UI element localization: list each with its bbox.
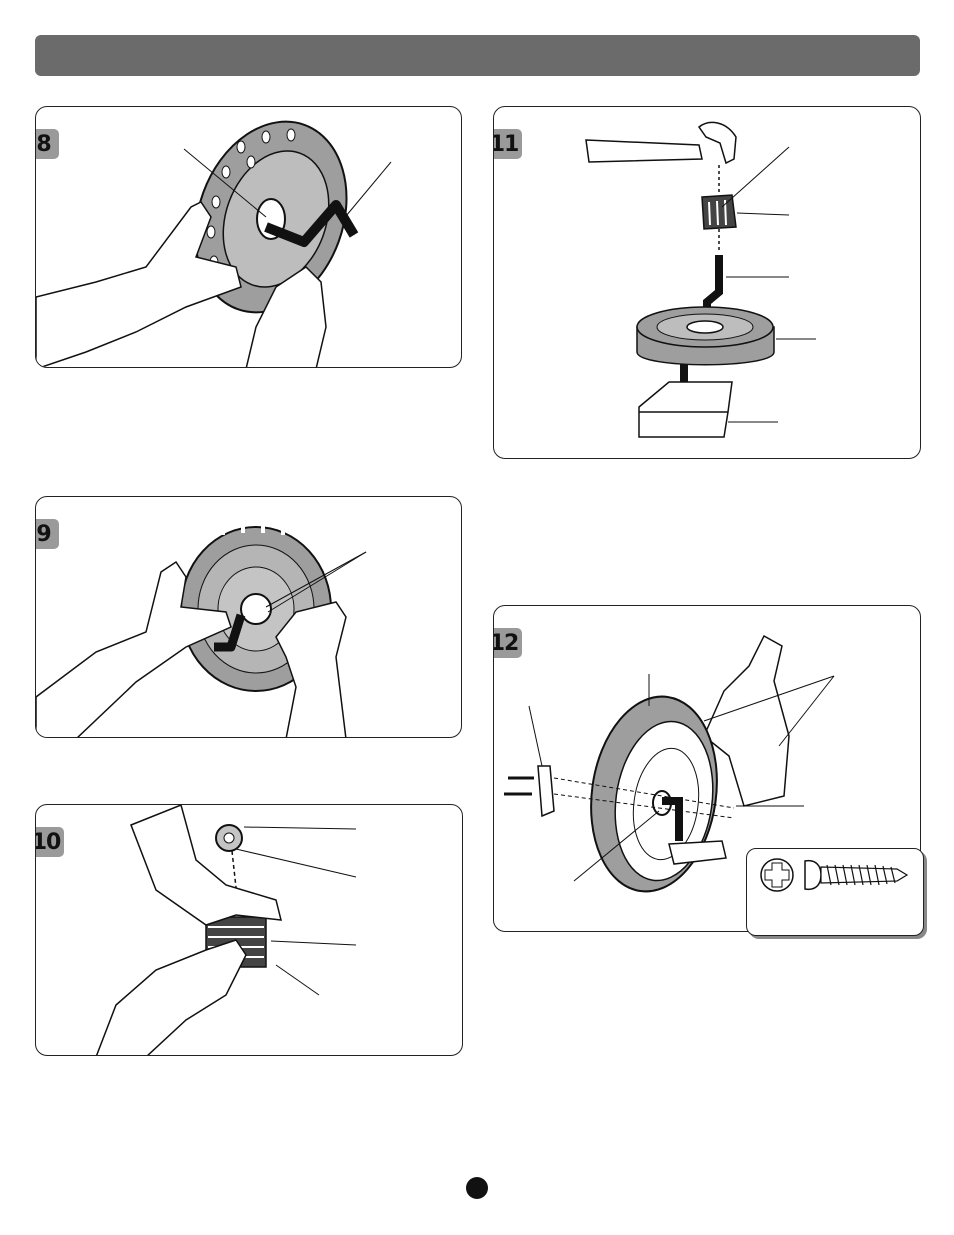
hammer-icon: [586, 122, 736, 163]
step-11-panel: 11: [493, 106, 921, 459]
step-9-illustration: [36, 497, 462, 738]
step-10-panel: 10: [35, 804, 463, 1056]
screw-inset: [746, 848, 924, 936]
step-11-illustration: [494, 107, 921, 459]
page-number-dot: [466, 1177, 488, 1199]
wheel-icon: [637, 307, 774, 365]
step-9-panel: 9: [35, 496, 462, 738]
step-8-panel: 8: [35, 106, 462, 368]
step-10-illustration: [36, 805, 463, 1056]
header-bar: [35, 35, 920, 76]
step-8-illustration: [36, 107, 462, 368]
screw-icon: [747, 849, 925, 937]
